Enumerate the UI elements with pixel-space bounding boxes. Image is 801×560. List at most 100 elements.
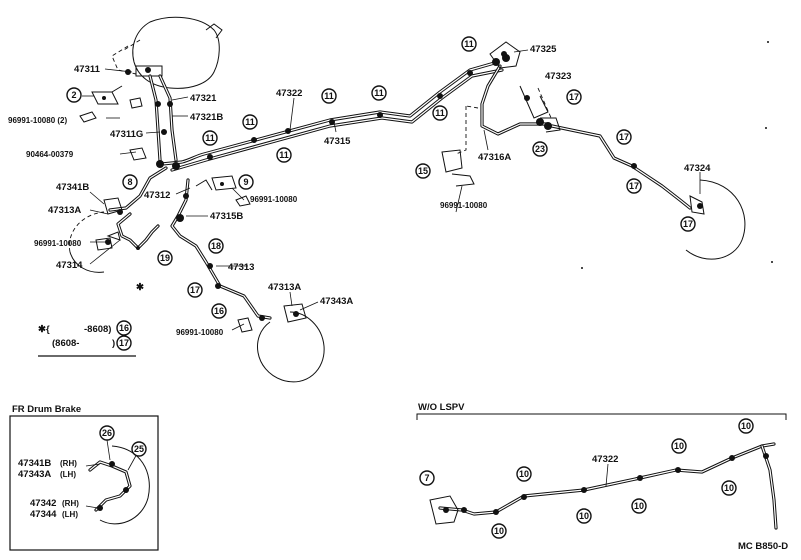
svg-text:11: 11	[324, 91, 334, 101]
callout-18: 18	[208, 238, 224, 254]
svg-text:17: 17	[569, 92, 579, 102]
part-labels: 47311 47321 47321B 47311G 47322 47315 47…	[8, 44, 711, 337]
inset-part-d: 47344	[30, 509, 57, 520]
label-47323: 47323	[545, 71, 571, 82]
inset-wo-lspv: W/O LSPV 7 10 10 10 10 10 10 10 47322	[416, 402, 787, 539]
note-prefix: ✱{	[38, 324, 50, 335]
label-96991-10080-low: 96991-10080	[176, 328, 224, 337]
inset-title: FR Drum Brake	[12, 404, 81, 415]
svg-text:2: 2	[71, 90, 76, 100]
front-left-brake	[68, 197, 123, 273]
svg-text:18: 18	[211, 241, 221, 251]
svg-text:9: 9	[243, 177, 248, 187]
inset-part-b-side: (LH)	[60, 470, 76, 479]
label-47316A: 47316A	[478, 152, 511, 163]
svg-text:8: 8	[127, 177, 132, 187]
callout-10-d: 10	[631, 498, 647, 514]
callout-17-c: 17	[626, 178, 642, 194]
label-47321B: 47321B	[190, 112, 223, 123]
label-96991-10080-right: 96991-10080	[440, 201, 488, 210]
callout-17-b: 17	[616, 129, 632, 145]
callout-11-c: 11	[276, 147, 292, 163]
inset-part-c: 47342	[30, 498, 56, 509]
svg-text:23: 23	[535, 144, 545, 154]
svg-text:10: 10	[741, 421, 751, 431]
svg-text:17: 17	[629, 181, 639, 191]
svg-text:19: 19	[160, 253, 170, 263]
svg-text:11: 11	[245, 117, 255, 127]
callout-7: 7	[419, 470, 435, 486]
inset-fr-drum-brake: FR Drum Brake 26 25 47341B (RH) 47343A (…	[9, 404, 159, 551]
svg-text:17: 17	[119, 338, 129, 348]
bracket-2	[91, 85, 123, 105]
callout-26: 26	[99, 425, 115, 441]
svg-text:11: 11	[435, 108, 445, 118]
lspv-valve	[489, 41, 521, 69]
label-47322: 47322	[276, 88, 302, 99]
svg-text:11: 11	[205, 133, 215, 143]
inset-part-b: 47343A	[18, 469, 51, 480]
label-47321: 47321	[190, 93, 217, 104]
label-47312: 47312	[144, 190, 170, 201]
svg-text:16: 16	[119, 323, 129, 333]
callout-11-b: 11	[242, 114, 258, 130]
svg-text:10: 10	[674, 441, 684, 451]
label-47313: 47313	[228, 262, 254, 273]
callout-2: 2	[66, 87, 82, 103]
label-47324: 47324	[684, 163, 711, 174]
wo-lspv-title: W/O LSPV	[418, 402, 465, 413]
note-ref-16: 16	[116, 320, 132, 336]
note-line1-code: -8608)	[84, 324, 111, 335]
inset-part-a: 47341B	[18, 458, 51, 469]
note-line2-close: )	[112, 338, 115, 349]
wo-lspv-part: 47322	[592, 454, 618, 465]
lspv-link	[455, 85, 561, 155]
star-marker: ✱	[136, 282, 145, 293]
bracket-9	[195, 175, 237, 191]
label-96991-10080-left: 96991-10080	[34, 239, 82, 248]
svg-text:11: 11	[374, 88, 384, 98]
svg-text:26: 26	[102, 428, 112, 438]
label-47311: 47311	[74, 64, 101, 75]
svg-text:11: 11	[464, 39, 474, 49]
callout-15: 15	[415, 163, 431, 179]
callout-11-e: 11	[371, 85, 387, 101]
leader-lines	[82, 49, 701, 331]
callout-10-e: 10	[671, 438, 687, 454]
callout-17-e: 17	[187, 282, 203, 298]
callout-23: 23	[532, 141, 548, 157]
svg-text:10: 10	[494, 526, 504, 536]
callout-11-g: 11	[461, 36, 477, 52]
callout-25: 25	[131, 441, 147, 457]
label-96991-10080-mid: 96991-10080	[250, 195, 298, 204]
svg-text:10: 10	[724, 483, 734, 493]
callout-17-a: 17	[566, 89, 582, 105]
callouts: 2 8 11 11 11 11 11 11 11 9 15 17 17 17 1…	[66, 36, 696, 319]
label-47315B: 47315B	[210, 211, 243, 222]
note-line2-code: (8608-	[52, 338, 79, 349]
note-ref-17: 17	[116, 335, 132, 351]
note-block: ✱{ -8608) 16 (8608- ) 17	[38, 320, 136, 357]
callout-11-f: 11	[432, 105, 448, 121]
svg-text:25: 25	[134, 444, 144, 454]
label-47313A-right: 47313A	[268, 282, 301, 293]
small-clips	[79, 97, 253, 333]
label-47325: 47325	[530, 44, 557, 55]
callout-10-a: 10	[491, 523, 507, 539]
svg-text:7: 7	[424, 473, 429, 483]
label-47341B: 47341B	[56, 182, 89, 193]
drawing-code: MC B850-D	[738, 541, 788, 552]
bracket-15	[441, 149, 475, 187]
rear-left-brake	[257, 303, 325, 383]
label-90464-00379: 90464-00379	[26, 150, 74, 159]
label-47311G: 47311G	[110, 129, 143, 140]
svg-text:16: 16	[214, 306, 224, 316]
callout-8: 8	[122, 174, 138, 190]
callout-10-c: 10	[576, 508, 592, 524]
inset-part-d-side: (LH)	[62, 510, 78, 519]
label-47343A: 47343A	[320, 296, 353, 307]
master-cylinder	[111, 16, 223, 89]
rear-right-brake	[685, 179, 746, 260]
